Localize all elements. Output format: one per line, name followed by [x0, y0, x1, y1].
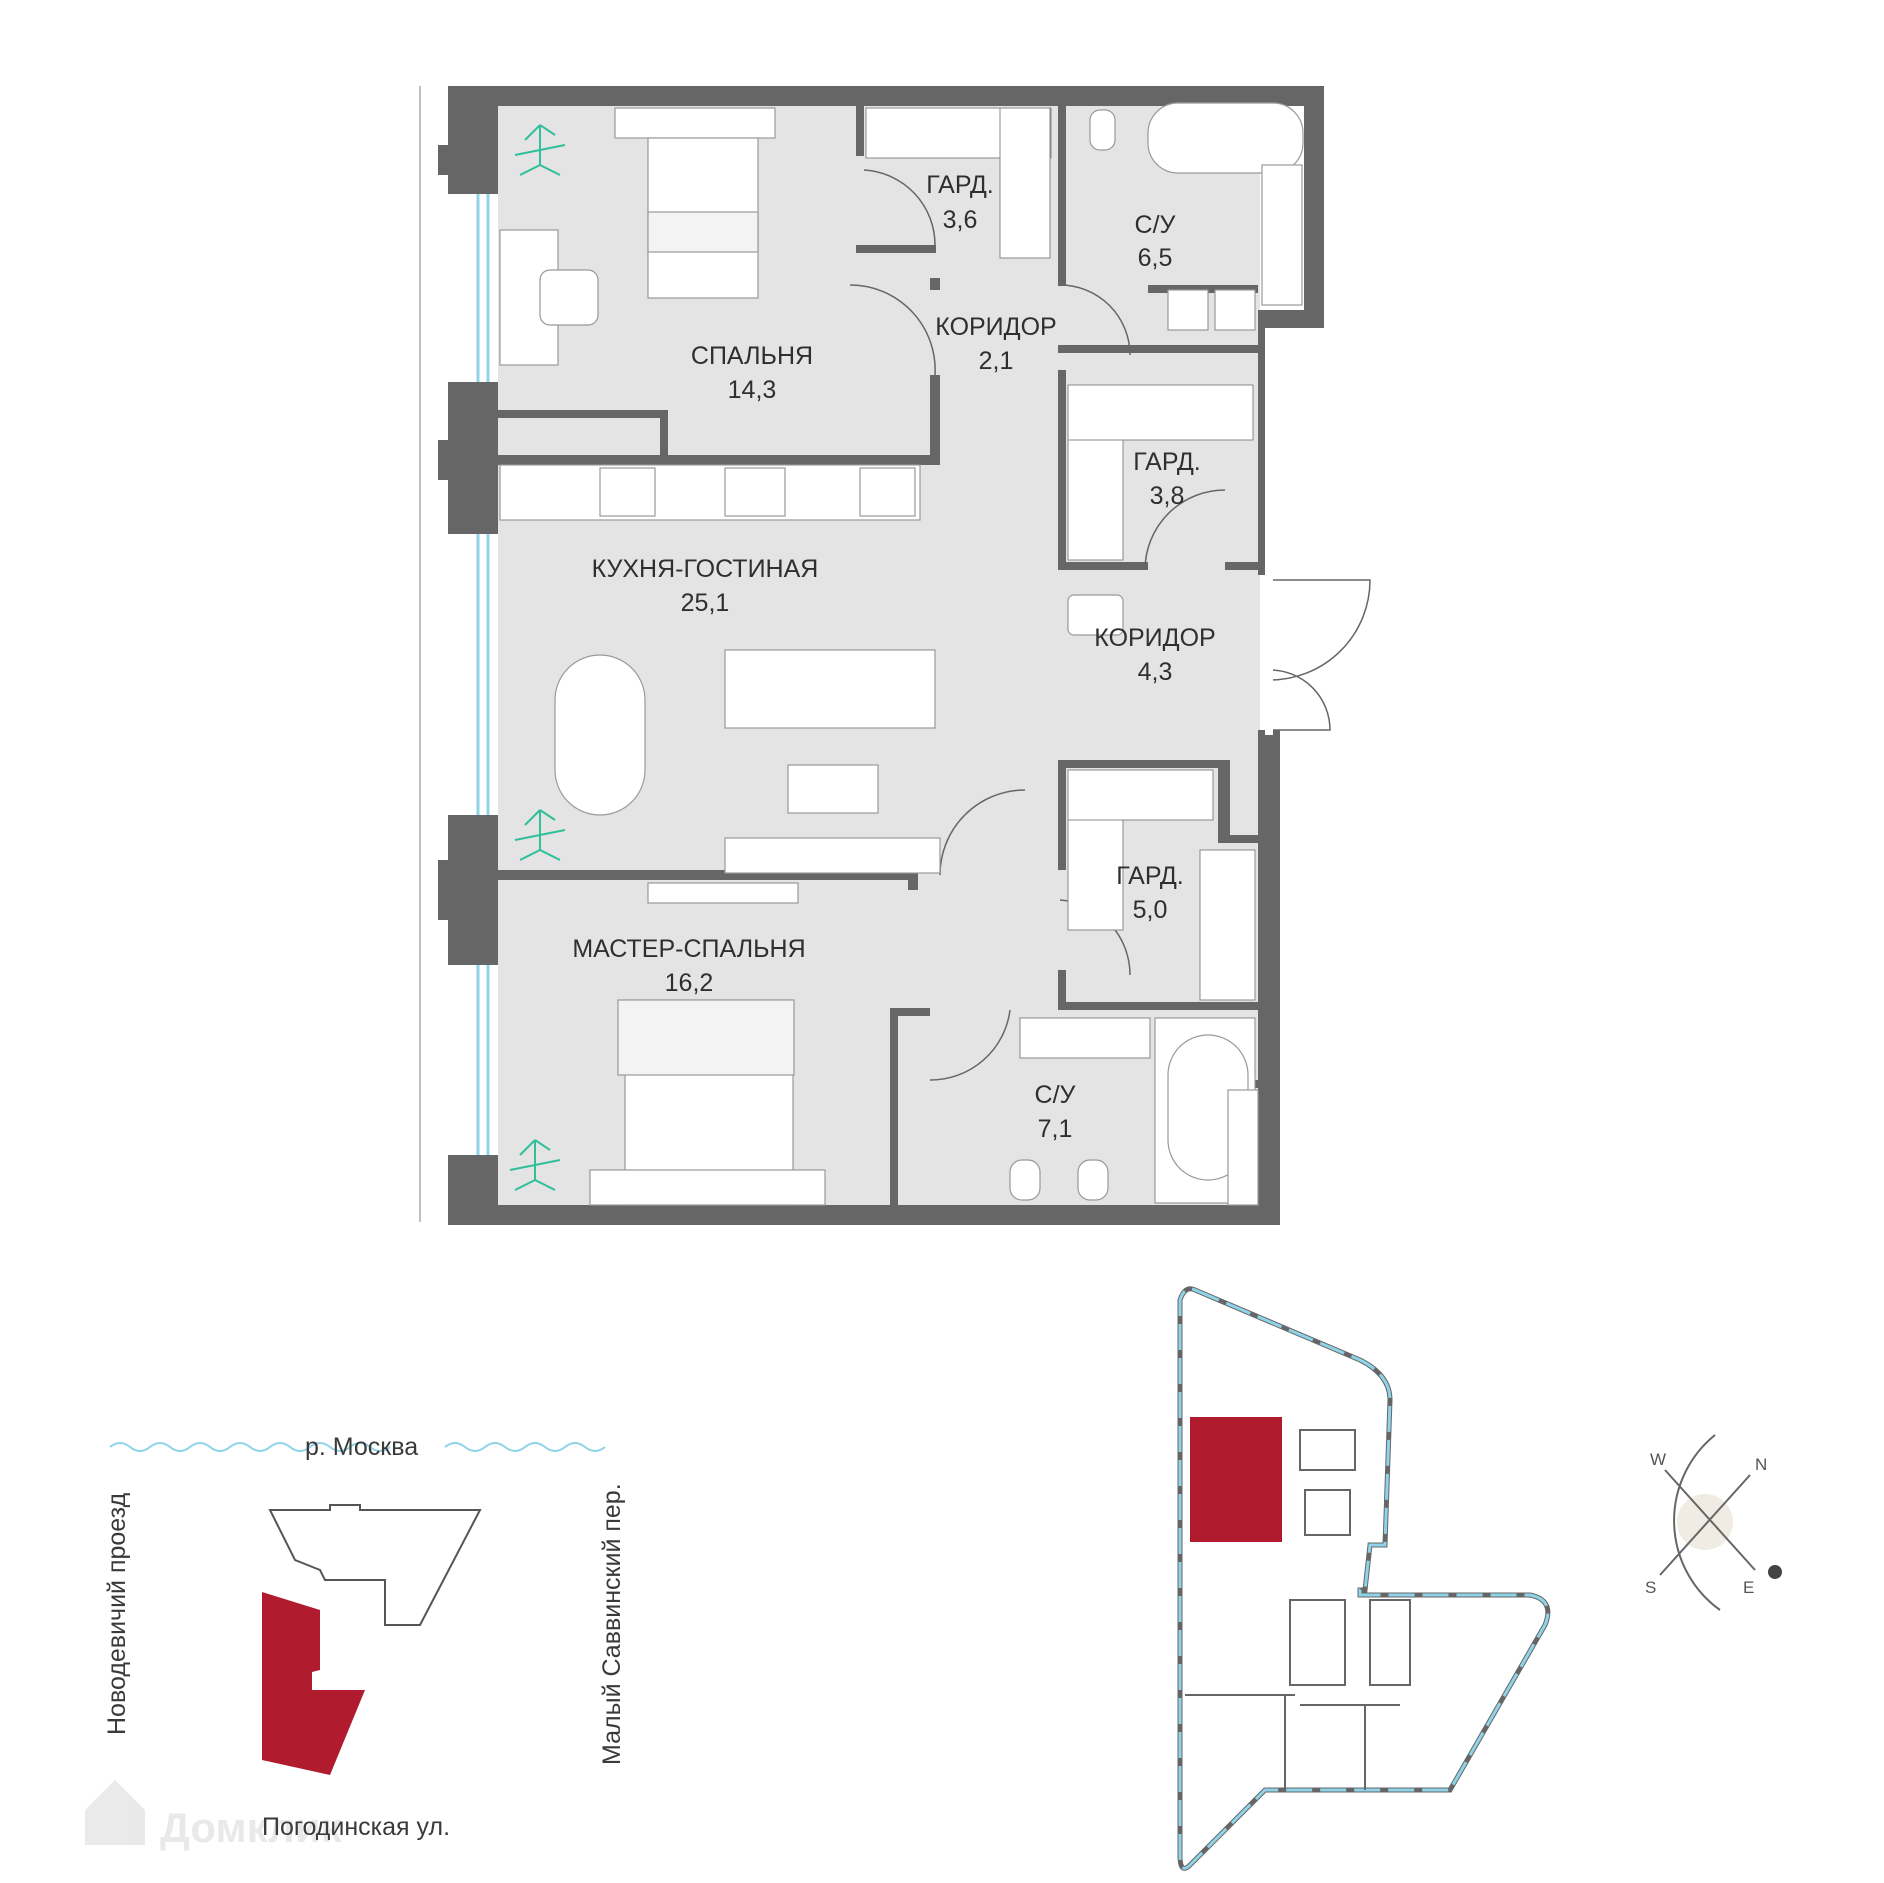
wall-bottom: [448, 1205, 1280, 1225]
wall-pier: [448, 86, 498, 194]
apartment-highlight: [1190, 1417, 1282, 1542]
compass-arc: [1673, 1434, 1721, 1611]
wall-right-lower: [1258, 730, 1280, 1215]
room-name-label: КОРИДОР: [935, 313, 1056, 341]
room-name-label: ГАРД.: [1133, 448, 1200, 476]
wall-segment: [1258, 310, 1324, 328]
room-name-label: С/У: [1135, 211, 1176, 239]
facade-glazing: [1178, 1287, 1550, 1870]
street-right-label: Малый Саввинский пер.: [598, 1483, 626, 1765]
wall-segment: [438, 860, 450, 920]
plant-icon: [509, 124, 566, 1191]
floor-key-plan: [1177, 1286, 1551, 1871]
room-area-label: 5,0: [1133, 896, 1168, 924]
room-area-label: 3,6: [943, 206, 978, 234]
wall-top-right: [1304, 86, 1324, 328]
wall-segment: [438, 440, 450, 480]
room-area-label: 2,1: [979, 347, 1014, 375]
furniture: [499, 102, 1304, 1206]
compass-axis: [1659, 1474, 1751, 1576]
windows: [476, 194, 490, 1155]
wall-segment: [1258, 310, 1265, 575]
room-area-label: 14,3: [728, 376, 777, 404]
compass-s-label: S: [1645, 1578, 1656, 1597]
compass: W N S E: [1645, 1434, 1782, 1611]
compass-w-label: W: [1650, 1450, 1666, 1469]
room-area-label: 3,8: [1150, 482, 1185, 510]
wall-pier: [448, 815, 498, 965]
room-area-label: 4,3: [1138, 658, 1173, 686]
room-labels: ГАРД. 3,6 С/У 6,5 КОРИДОР 2,1 СПАЛЬНЯ 14…: [572, 171, 1215, 1143]
building-highlight: [262, 1592, 365, 1775]
wall-pier: [448, 382, 498, 534]
room-name-label: С/У: [1035, 1081, 1076, 1109]
room-area-label: 25,1: [681, 589, 730, 617]
room-name-label: МАСТЕР-СПАЛЬНЯ: [572, 935, 805, 963]
river-line: [109, 1442, 391, 1452]
river-line: [444, 1442, 606, 1452]
compass-e-label: E: [1743, 1578, 1754, 1597]
street-bottom-label: Погодинская ул.: [262, 1813, 450, 1841]
room-name-label: КУХНЯ-ГОСТИНАЯ: [592, 555, 819, 583]
compass-n-label: N: [1755, 1455, 1767, 1474]
wall-pier: [448, 1155, 498, 1225]
room-name-label: СПАЛЬНЯ: [691, 342, 813, 370]
neighbor-building: [268, 1504, 482, 1626]
room-name-label: ГАРД.: [1116, 862, 1183, 890]
entrance-door: [1265, 575, 1273, 735]
wall-top: [448, 86, 1324, 106]
building-outline: [1177, 1286, 1551, 1871]
room-area-label: 7,1: [1038, 1115, 1073, 1143]
compass-marker: [1768, 1565, 1782, 1579]
core-elements: [1185, 1429, 1411, 1790]
wardrobe-shelves: [865, 107, 1256, 1001]
interior-walls: [498, 106, 1265, 1208]
watermark-text: Домклик: [160, 1804, 343, 1851]
room-name-label: КОРИДОР: [1094, 624, 1215, 652]
room-area-label: 16,2: [665, 969, 714, 997]
street-left-label: Новодевичий проезд: [103, 1492, 131, 1735]
location-map: р. Москва Новодевичий проезд Малый Савви…: [85, 1433, 626, 1851]
watermark-logo: Домклик: [85, 1780, 343, 1851]
river-label: р. Москва: [305, 1433, 418, 1461]
apartment-plan: ГАРД. 3,6 С/У 6,5 КОРИДОР 2,1 СПАЛЬНЯ 14…: [419, 86, 1371, 1225]
room-name-label: ГАРД.: [926, 171, 993, 199]
wall-segment: [438, 145, 450, 175]
room-area-label: 6,5: [1138, 244, 1173, 272]
